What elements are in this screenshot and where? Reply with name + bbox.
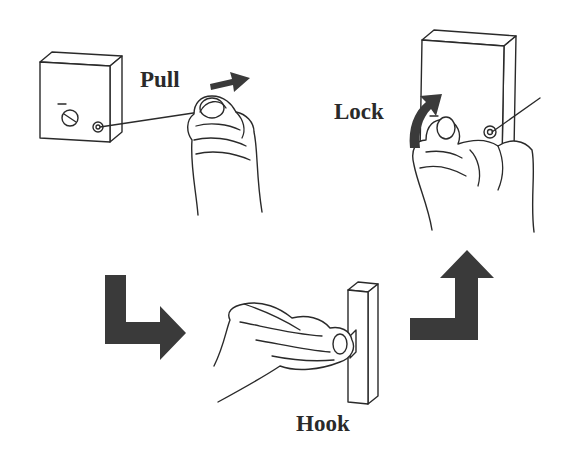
hand-outline (188, 96, 262, 215)
cord (492, 98, 540, 132)
cord-knob (333, 334, 347, 354)
step-label: Hook (296, 412, 350, 435)
step-label: Lock (334, 100, 384, 123)
plate-side (368, 284, 378, 404)
finger-line (426, 151, 462, 158)
thumb (498, 146, 503, 190)
thumb-joint (236, 112, 244, 138)
finger-line (420, 166, 466, 176)
device-box-left (40, 52, 122, 142)
pull-arrow (210, 72, 250, 92)
finger-line (272, 356, 334, 361)
step-arrow (105, 275, 186, 360)
hand-outline (214, 303, 354, 402)
hand-outline (413, 120, 534, 232)
hand-lock (413, 117, 534, 232)
lock-mark (430, 115, 438, 116)
finger-line (196, 124, 240, 130)
lock-turn-arrow (410, 94, 442, 148)
box-front (40, 62, 110, 142)
finger-line (470, 150, 480, 186)
lock-knob (437, 117, 455, 139)
cord-outlet (484, 126, 496, 138)
step-arrow (410, 250, 494, 340)
hand-pull (188, 96, 262, 215)
finger-line (196, 152, 250, 160)
knob-slot (64, 114, 76, 122)
cord (100, 112, 200, 127)
finger-line (240, 322, 322, 336)
finger-line (244, 304, 300, 330)
finger-line (256, 340, 330, 352)
thumb (200, 102, 226, 112)
lock-knob (62, 110, 78, 126)
cord-knob (200, 98, 224, 118)
step-label: Pull (140, 68, 180, 91)
lock-mark (58, 103, 66, 104)
box-side (110, 56, 122, 142)
finger-line (194, 138, 246, 146)
hand-hook (214, 303, 354, 402)
